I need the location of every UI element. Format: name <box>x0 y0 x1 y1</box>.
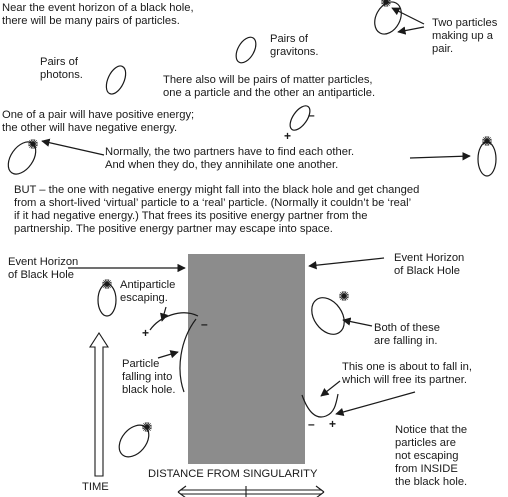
about-to-fall-plus-sign: + <box>329 417 337 431</box>
annihilate-text-line1: Normally, the two partners have to find … <box>105 146 355 158</box>
annihilation-pair-right <box>477 135 497 177</box>
event-horizon-left-line2: of Black Hole <box>8 269 74 281</box>
gravitons-label-line1: Pairs of <box>270 33 308 45</box>
arrow-two-particles-a <box>391 7 425 25</box>
matter-plus-sign: + <box>284 129 292 143</box>
time-axis-arrow <box>88 331 110 477</box>
notice-line5: the black hole. <box>395 476 468 488</box>
but-paragraph-line2: from a short-lived ‘virtual’ particle to… <box>14 197 412 209</box>
pair-left-outside <box>97 278 117 317</box>
notice-line2: particles are <box>395 437 456 449</box>
particle-pair-top-right <box>374 0 402 35</box>
energy-text-line2: the other will have negative energy. <box>2 122 178 134</box>
matter-text-line2: one a particle and the other an antipart… <box>163 87 376 99</box>
arrow-event-horizon-right <box>308 257 385 270</box>
energy-pair-left <box>7 138 39 175</box>
pair-about-to-fall <box>301 393 339 418</box>
arrow-two-particles-b <box>397 26 425 35</box>
energy-text-line1: One of a pair will have positive energy; <box>2 109 195 121</box>
annihilate-text-line2: And when they do, they annihilate one an… <box>105 159 339 171</box>
particle-falling-path <box>179 318 197 393</box>
graviton-pair <box>235 36 257 64</box>
photons-label-line1: Pairs of <box>40 56 78 68</box>
matter-text-line1: There also will be pairs of matter parti… <box>163 74 373 86</box>
antiparticle-escaping-path <box>149 312 199 331</box>
event-horizon-right-line1: Event Horizon <box>394 252 465 264</box>
arrow-antiparticle <box>160 306 169 322</box>
two-particles-label-line1: Two particles <box>432 17 498 29</box>
particle-falling-line3: black hole. <box>122 384 176 396</box>
arrow-particle-falling <box>157 350 179 359</box>
but-paragraph-line4: partnership. The positive energy partner… <box>14 223 333 235</box>
intro-text-line2: there will be many pairs of particles. <box>2 15 180 27</box>
pair-bottom-left <box>118 421 153 458</box>
but-paragraph-line1: BUT – the one with negative energy might… <box>14 184 420 196</box>
two-particles-label-line3: pair. <box>432 43 454 55</box>
notice-line3: not escaping <box>395 450 459 462</box>
both-falling-line1: Both of these <box>374 322 440 334</box>
distance-axis-label: DISTANCE FROM SINGULARITY <box>148 468 318 480</box>
about-to-fall-minus-sign: – <box>308 417 315 431</box>
event-horizon-right-line2: of Black Hole <box>394 265 460 277</box>
matter-minus-sign: – <box>308 108 315 122</box>
event-horizon-left-line1: Event Horizon <box>8 256 79 268</box>
particle-falling-line1: Particle <box>122 358 160 370</box>
antiparticle-escaping-line1: Antiparticle <box>120 279 176 291</box>
arrow-annihilate-left <box>41 138 105 156</box>
two-particles-label-line2: making up a <box>432 30 493 42</box>
time-axis-label: TIME <box>82 481 109 493</box>
pair-both-falling <box>311 290 350 335</box>
arrow-free-partner <box>335 391 416 417</box>
black-hole-region <box>188 254 305 464</box>
distance-axis-arrow <box>177 485 325 497</box>
arrow-annihilate-right <box>409 152 471 161</box>
escaping-minus-sign: – <box>201 317 208 331</box>
photons-label-line2: photons. <box>40 69 83 81</box>
about-to-fall-line2: which will free its partner. <box>342 374 467 386</box>
escaping-plus-sign: + <box>142 326 150 340</box>
notice-line4: from INSIDE <box>395 463 458 475</box>
notice-line1: Notice that the <box>395 424 468 436</box>
intro-text-line1: Near the event horizon of a black hole, <box>2 2 194 14</box>
about-to-fall-line1: This one is about to fall in, <box>342 361 472 373</box>
both-falling-line2: are falling in. <box>374 335 438 347</box>
particle-falling-line2: falling into <box>122 371 173 383</box>
arrow-about-to-fall <box>320 380 341 397</box>
arrow-both-falling <box>342 317 373 327</box>
photon-pair <box>105 65 127 95</box>
antiparticle-escaping-line2: escaping. <box>120 292 168 304</box>
but-paragraph-line3: if it had negative energy.) That frees i… <box>14 210 368 222</box>
matter-pair <box>289 105 311 131</box>
gravitons-label-line2: gravitons. <box>270 46 319 58</box>
